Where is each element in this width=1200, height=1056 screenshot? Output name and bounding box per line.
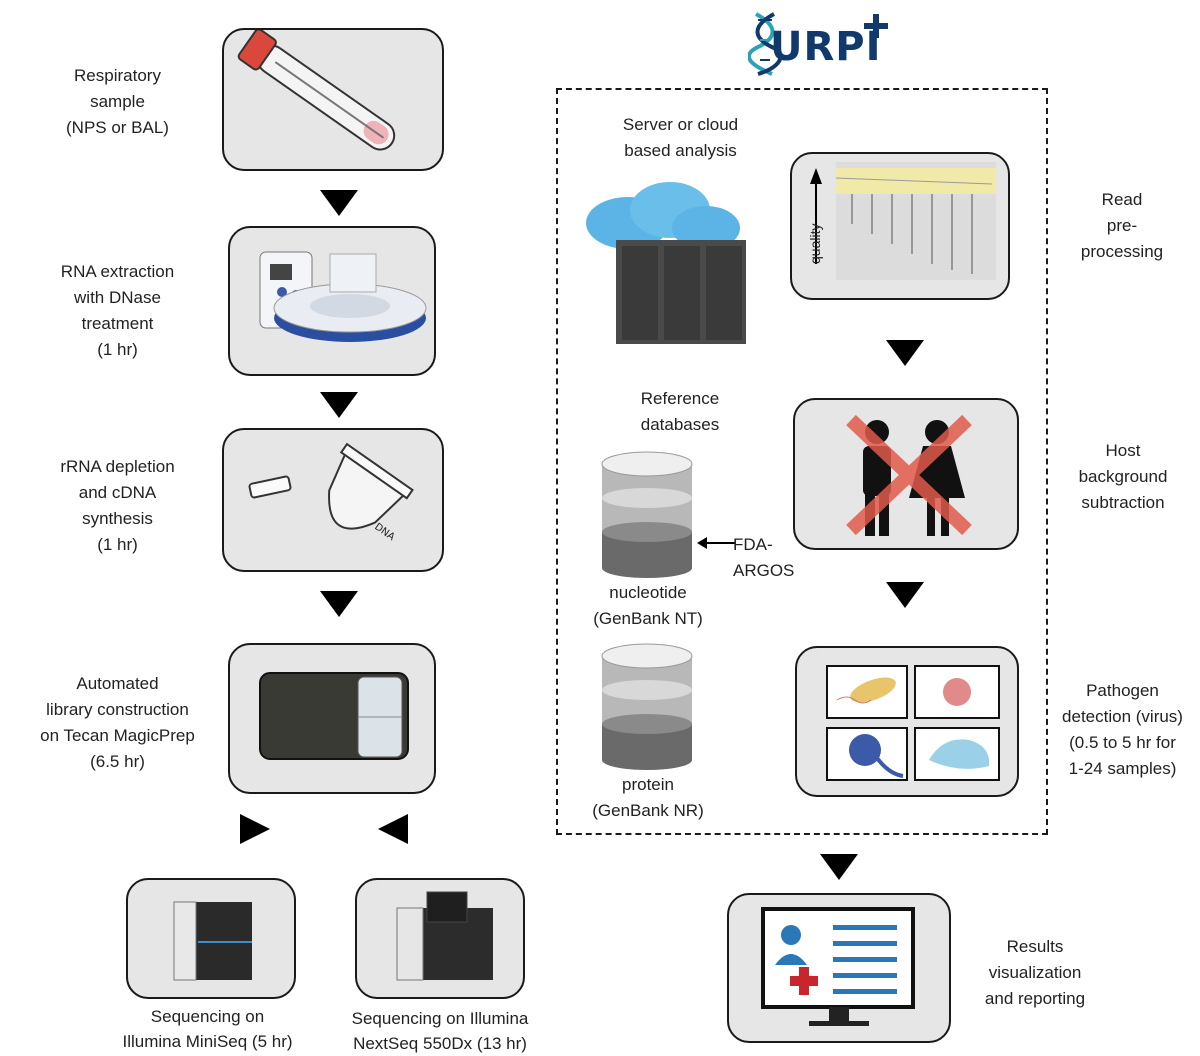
arrow-to-miniseq: [240, 814, 270, 844]
arrow-5: [886, 340, 924, 366]
box-results: [727, 893, 951, 1043]
label-nucleotide: nucleotide (GenBank NT): [593, 583, 703, 628]
box-library: [228, 643, 436, 794]
label-results: Results visualization and reporting: [984, 937, 1086, 1008]
label-pathogen-detection: Pathogen detection (virus) (0.5 to 5 hr …: [1062, 681, 1183, 778]
arrow-6: [886, 582, 924, 608]
dna-helix-icon: [748, 12, 888, 76]
label-library-construction: Automated library construction on Tecan …: [40, 674, 195, 771]
box-read-preprocessing: quality: [790, 152, 1010, 300]
svg-text:DNA: DNA: [372, 521, 396, 543]
label-host-background: Host background subtraction: [1078, 441, 1168, 512]
label-rrna-depletion: rRNA depletion and cDNA synthesis (1 hr): [60, 457, 175, 554]
arrow-7: [820, 854, 858, 880]
host-cross-icon: [846, 414, 972, 536]
nextseq-icon: [396, 891, 493, 981]
label-respiratory-sample: Respiratory sample (NPS or BAL): [66, 66, 169, 137]
miniseq-icon: [173, 901, 252, 981]
label-nextseq: Sequencing on Illumina NextSeq 550Dx (13…: [351, 1009, 529, 1053]
box-host-subtraction: [793, 398, 1019, 550]
label-fda-argos: FDA- ARGOS: [733, 535, 795, 580]
arrow-2: [320, 392, 358, 418]
sample-tube-icon: [237, 30, 396, 151]
microtube-icon: DNA: [248, 442, 414, 543]
label-reference-databases: Reference databases: [640, 389, 720, 434]
arrow-1: [320, 190, 358, 216]
arrow-to-nextseq: [378, 814, 408, 844]
label-miniseq: Sequencing on Illumina MiniSeq (5 hr): [122, 1007, 293, 1051]
pathogen-panel-icon: [826, 665, 1000, 781]
fda-arrow-icon: [697, 537, 735, 549]
database-icon-nt: [601, 451, 693, 578]
extractor-icon: [259, 251, 427, 342]
cloud-server-icon: [586, 182, 746, 344]
box-extraction: [228, 226, 436, 376]
label-read-preprocessing: Read pre- processing: [1080, 190, 1164, 261]
magicprep-icon: [259, 672, 409, 760]
arrow-3: [320, 591, 358, 617]
box-sample: [222, 28, 444, 171]
box-miniseq: [126, 878, 296, 999]
surpi-pipeline-box: [556, 88, 1048, 835]
quality-plot-icon: quality: [807, 162, 996, 280]
box-depletion: DNA: [222, 428, 444, 572]
quality-axis-label: quality: [807, 224, 823, 264]
label-protein: protein (GenBank NR): [592, 775, 704, 820]
box-pathogen-detection: [795, 646, 1019, 797]
label-server: Server or cloud based analysis: [622, 115, 739, 160]
box-nextseq: [355, 878, 525, 999]
label-rna-extraction: RNA extraction with DNase treatment (1 h…: [60, 262, 175, 359]
report-monitor-icon: [761, 907, 915, 1026]
database-icon-nr: [601, 643, 693, 770]
logo-text: URPI: [770, 24, 882, 70]
